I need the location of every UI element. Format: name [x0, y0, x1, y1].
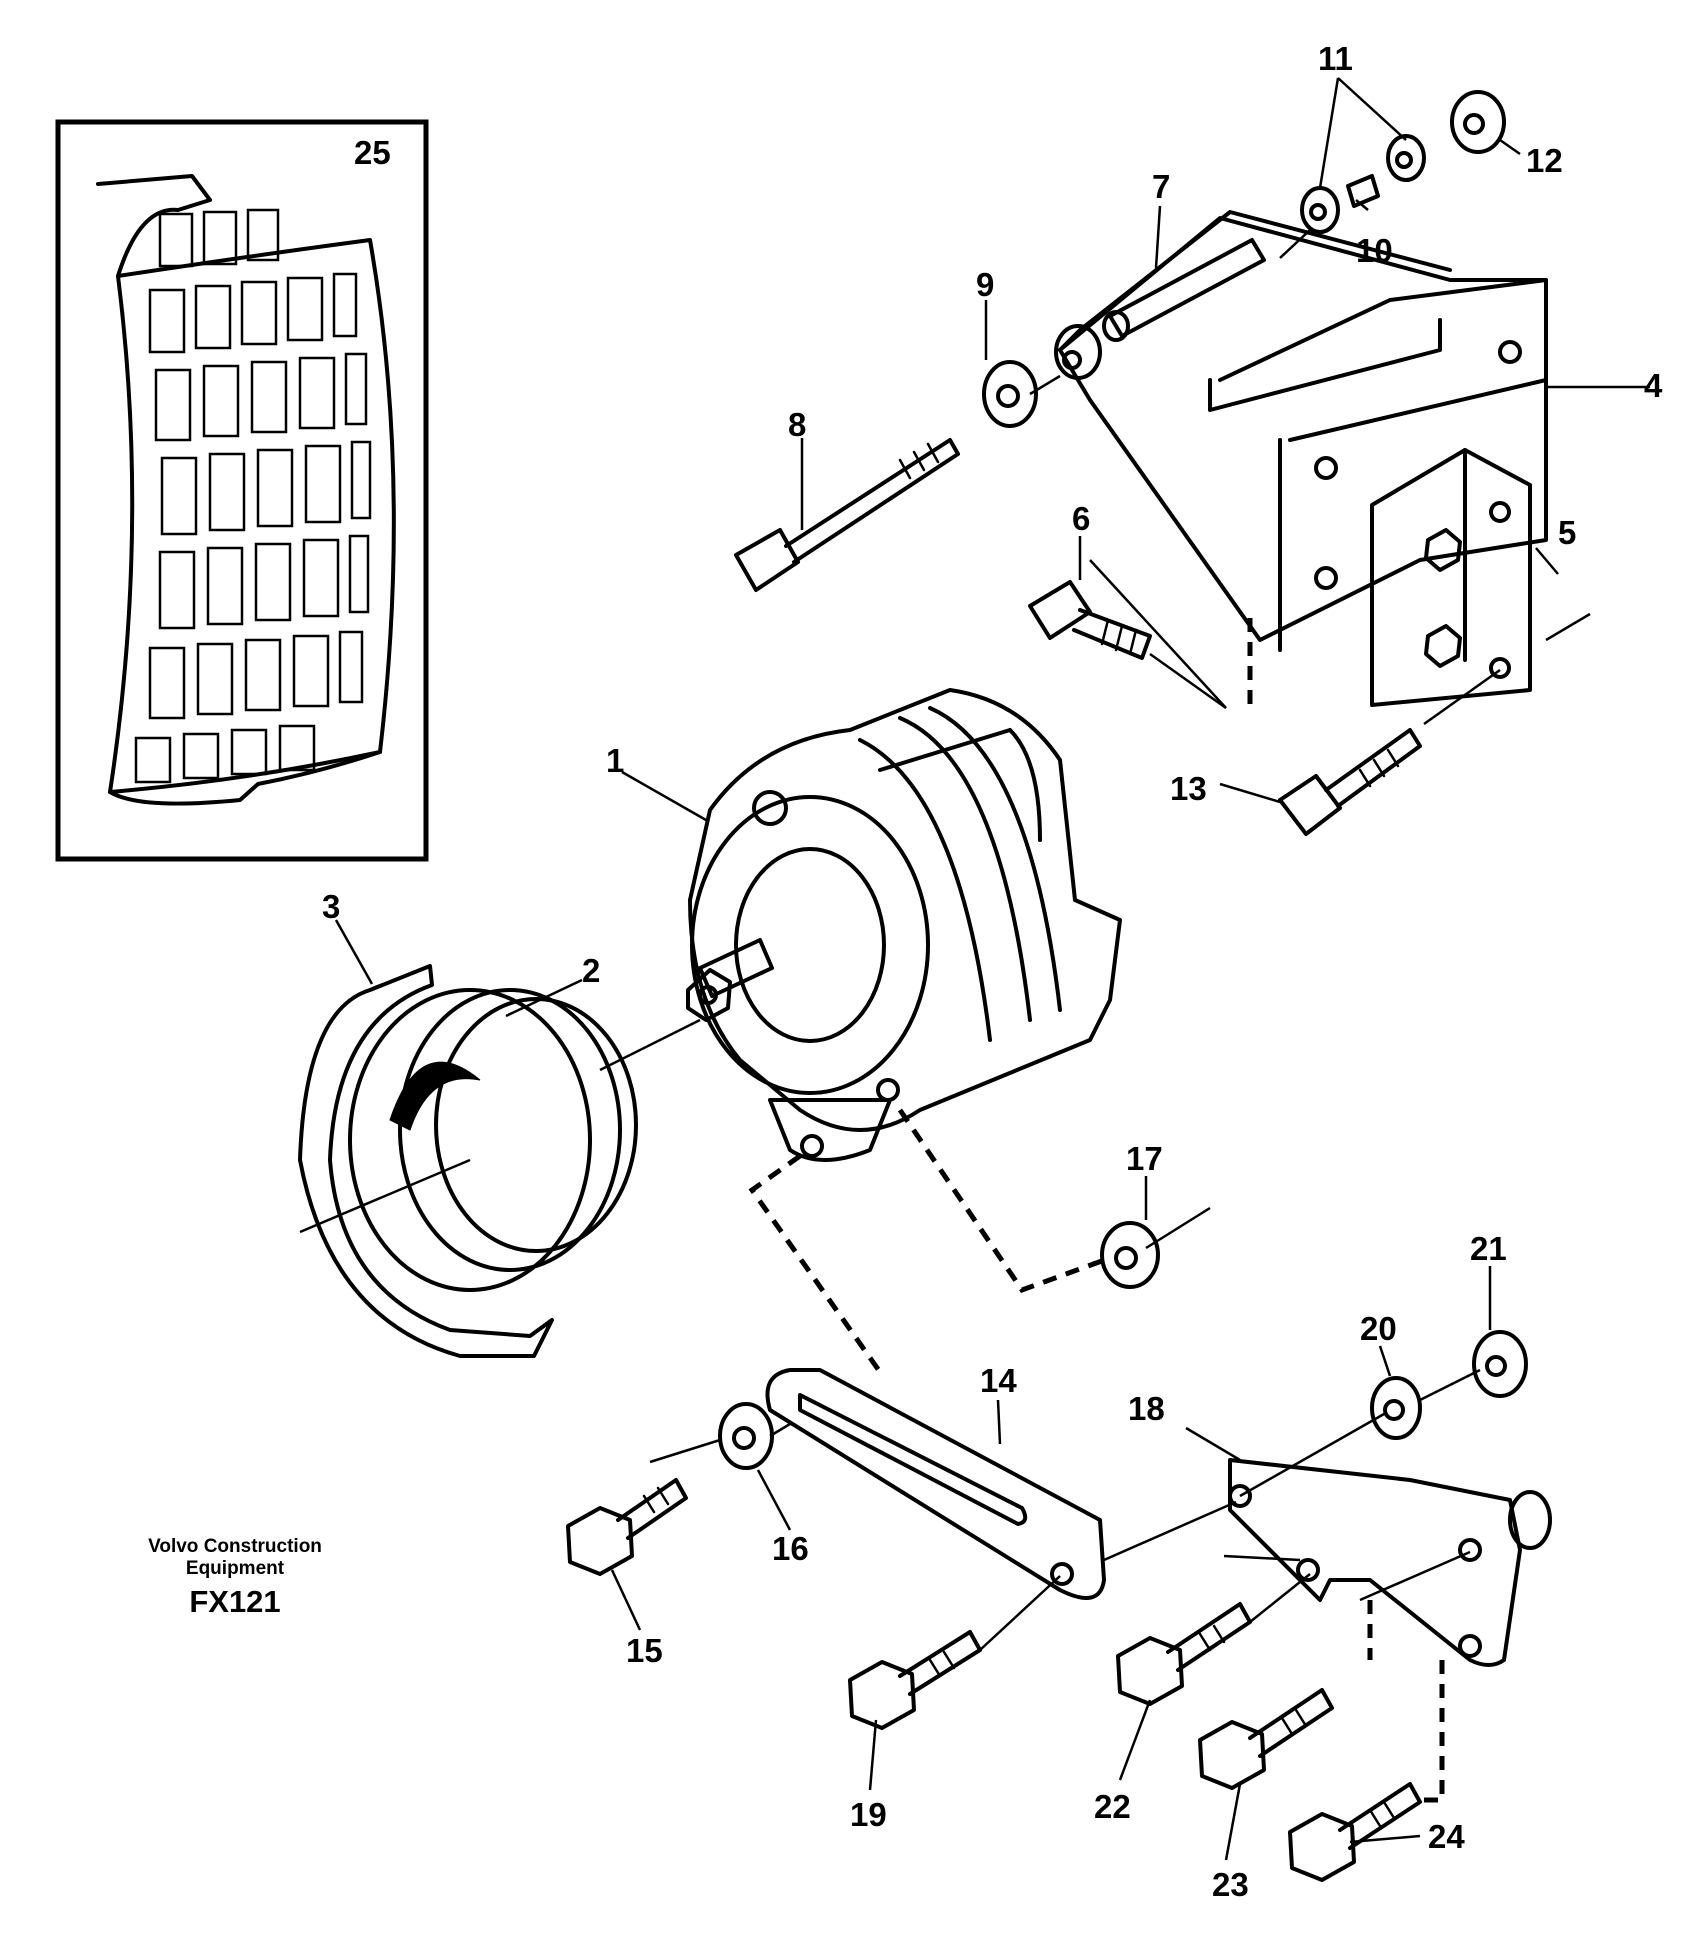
callout-23: 23 [1212, 1866, 1249, 1903]
bolt-22 [1116, 1602, 1252, 1706]
alternator [686, 688, 1122, 1162]
callout-13: 13 [1170, 770, 1207, 807]
nut-17 [1100, 1221, 1160, 1289]
callout-4: 4 [1644, 367, 1663, 404]
bolt-24 [1288, 1782, 1422, 1882]
bolt-8 [734, 438, 960, 592]
callout-7: 7 [1152, 168, 1170, 205]
callout-11: 11 [1318, 40, 1353, 77]
pin [1102, 238, 1266, 342]
bolt-13 [1278, 728, 1422, 836]
callout-1: 1 [606, 742, 624, 779]
washer-11b [1386, 134, 1426, 182]
figure-code: FX121 [189, 1584, 281, 1619]
callout-21: 21 [1470, 1230, 1507, 1267]
nut-12 [1450, 90, 1506, 154]
inset-grille-panel [55, 119, 429, 862]
callout-leaders [334, 77, 1650, 1861]
belt-guard [298, 964, 554, 1358]
nut-21 [1472, 1330, 1528, 1398]
bracket-plate [1370, 448, 1532, 707]
callout-6: 6 [1072, 500, 1090, 537]
callout-24: 24 [1428, 1818, 1465, 1855]
brand-caption: Volvo Construction Equipment FX121 [110, 1536, 360, 1620]
brand-line-2: Equipment [185, 1558, 285, 1579]
bolt-15 [566, 1478, 688, 1576]
spacer-10 [1346, 174, 1380, 208]
pulley [348, 988, 638, 1292]
assembly-lines [299, 229, 1591, 1803]
callout-3: 3 [322, 888, 340, 925]
callout-17: 17 [1126, 1140, 1163, 1177]
callout-8: 8 [788, 406, 806, 443]
callout-5: 5 [1558, 514, 1576, 551]
callout-15: 15 [626, 1632, 663, 1669]
callout-22: 22 [1094, 1788, 1131, 1825]
bolt-19 [848, 1630, 982, 1730]
callout-18: 18 [1128, 1390, 1165, 1427]
callout-9: 9 [976, 266, 994, 303]
adjusting-link [765, 1368, 1106, 1600]
mounting-bracket [1054, 210, 1548, 652]
support-bracket [1228, 1458, 1552, 1667]
callout-12: 12 [1526, 142, 1563, 179]
callout-16: 16 [772, 1530, 809, 1567]
washer-20 [1370, 1376, 1422, 1440]
brand-line-1: Volvo Construction [148, 1536, 322, 1557]
bolt-6 [1028, 580, 1152, 660]
washer-16 [718, 1402, 774, 1470]
callout-10: 10 [1356, 232, 1393, 269]
callout-19: 19 [850, 1796, 887, 1833]
callout-14: 14 [980, 1362, 1017, 1399]
callout-labels: 1 2 3 4 5 6 7 8 9 10 11 12 13 14 15 16 1… [322, 40, 1663, 1903]
washer-11a [1300, 186, 1340, 234]
callout-20: 20 [1360, 1310, 1397, 1347]
callout-25: 25 [354, 134, 391, 171]
washer-9 [982, 360, 1038, 428]
bolt-23 [1198, 1688, 1334, 1790]
callout-2: 2 [582, 952, 600, 989]
